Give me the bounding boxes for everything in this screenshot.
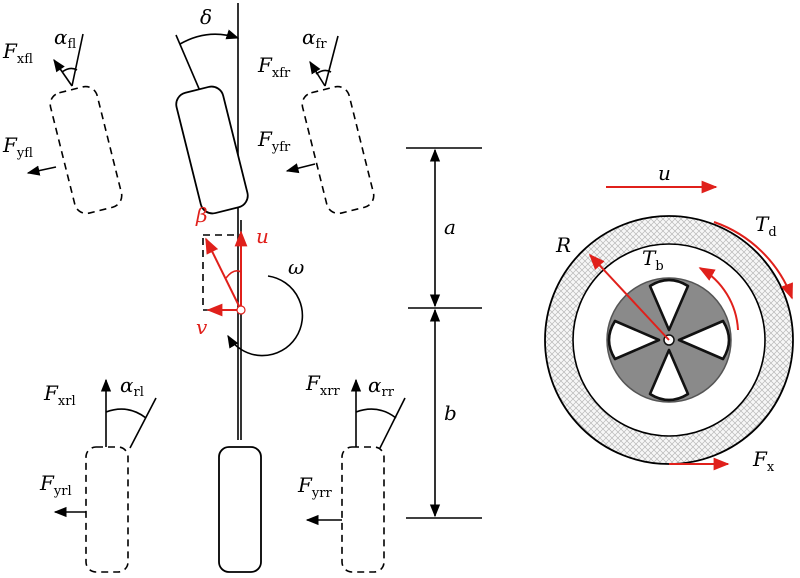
beta-label: β: [195, 203, 208, 227]
alpha-fl-arc: [61, 67, 78, 73]
spoke-right: [677, 319, 731, 361]
Fx-label: Fx: [752, 447, 775, 475]
delta-arc: [179, 29, 240, 45]
omega-rotation-arrow: [227, 275, 304, 357]
hub-spokes: [607, 278, 731, 402]
rear-right-wheel-group: αrr Fxrr Fyrr: [297, 371, 406, 573]
fxfr-label: Fxfr: [257, 53, 291, 81]
wheel-diagram: R Tb Td u Fx: [544, 161, 794, 475]
resultant-velocity-arrow: [205, 237, 242, 311]
fyfl-label: Fyfl: [2, 133, 33, 161]
cg-point: [236, 305, 246, 315]
Tb-arc-arrow: [698, 267, 739, 331]
fxfl-arrow: [53, 58, 73, 87]
front-right-wheel: [301, 85, 375, 215]
fxfr-arrow: [309, 60, 326, 87]
Td-label: Td: [755, 212, 777, 240]
front-wheel: [175, 85, 249, 215]
delta-label: δ: [200, 5, 212, 29]
steer-reference-line: [175, 34, 204, 99]
rear-left-wheel: [85, 446, 129, 573]
fxfl-label: Fxfl: [2, 39, 33, 67]
alpha-rl-label: αrl: [120, 373, 144, 400]
alpha-fr-label: αfr: [302, 25, 327, 52]
fyfr-arrow: [285, 163, 316, 174]
b-label: b: [444, 401, 457, 425]
fr-heading-line: [324, 35, 339, 87]
u-label: u: [256, 224, 269, 248]
wheel-u-label: u: [658, 161, 671, 185]
fyfr-label: Fyfr: [257, 127, 291, 155]
R-label: R: [555, 233, 571, 257]
fyrr-label: Fyrr: [297, 473, 332, 501]
spoke-left: [607, 319, 661, 361]
front-left-wheel: [49, 85, 123, 215]
fyfl-arrow: [26, 165, 57, 176]
fxrr-label: Fxrr: [305, 371, 340, 399]
rl-heading-line: [129, 397, 157, 449]
alpha-fl-label: αfl: [54, 25, 77, 52]
dimension-lines: a b: [406, 147, 482, 519]
front-left-wheel-group: αfl Fxfl Fyfl: [2, 25, 123, 215]
alpha-fr-arc: [315, 69, 332, 75]
spoke-top: [648, 278, 690, 332]
v-label: v: [196, 315, 208, 339]
radius-arrow: [588, 253, 670, 341]
fyrl-label: Fyrl: [39, 471, 72, 499]
alpha-rl-arc: [105, 408, 147, 419]
spoke-bottom: [648, 348, 690, 402]
rear-right-wheel: [341, 446, 385, 573]
a-label: a: [444, 215, 456, 239]
rear-left-wheel-group: αrl Fxrl Fyrl: [39, 373, 157, 573]
front-right-wheel-group: αfr Fxfr Fyfr: [257, 25, 375, 215]
alpha-rr-arc: [355, 408, 397, 419]
Tb-label: Tb: [642, 246, 664, 274]
rr-heading-line: [379, 397, 406, 449]
bicycle-model: δ β u v ω: [175, 3, 304, 573]
beta-arc: [225, 270, 242, 279]
fl-heading-line: [71, 33, 84, 87]
fxrl-label: Fxrl: [43, 381, 76, 409]
rear-wheel: [218, 446, 262, 573]
alpha-rr-label: αrr: [368, 373, 395, 400]
omega-label: ω: [288, 255, 304, 279]
Td-arc-arrow: [713, 221, 793, 300]
